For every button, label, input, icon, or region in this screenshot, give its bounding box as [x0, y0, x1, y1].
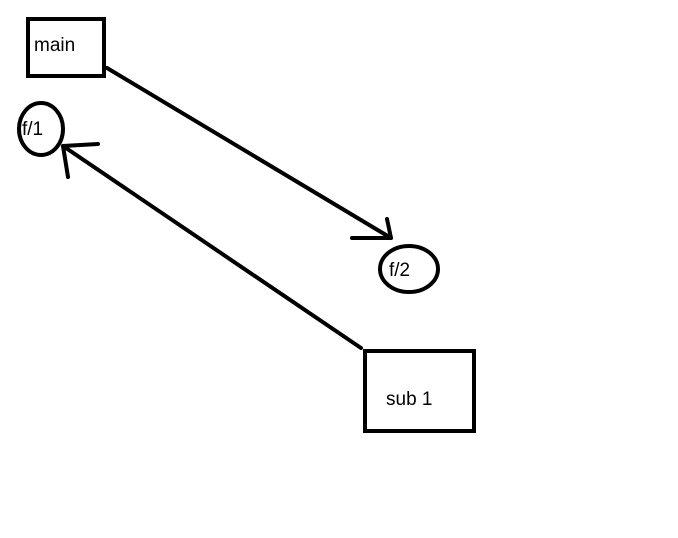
node-f1-ellipse: [17, 101, 65, 157]
node-f2-ellipse: [378, 244, 440, 294]
node-sub1-label: sub 1: [386, 389, 432, 410]
edge-sub1-to-f1-arrowhead: [61, 142, 100, 179]
node-f2: f/2: [378, 244, 440, 294]
node-main-label: main: [34, 35, 75, 56]
node-f1-label: f/1: [22, 119, 43, 140]
edge-sub1-to-f1-line: [61, 144, 363, 350]
node-sub1: sub 1: [363, 349, 476, 433]
edge-main-to-f2-line: [105, 66, 393, 240]
edge-main-to-f2-arrowhead: [350, 217, 393, 240]
node-sub1-box: [363, 349, 476, 433]
node-f1: f/1: [17, 101, 65, 157]
node-main: main: [26, 17, 106, 78]
node-f2-label: f/2: [389, 260, 410, 281]
edge-sub1-to-f1: [61, 142, 363, 350]
edge-main-to-f2: [105, 66, 393, 240]
node-main-box: [26, 17, 106, 78]
